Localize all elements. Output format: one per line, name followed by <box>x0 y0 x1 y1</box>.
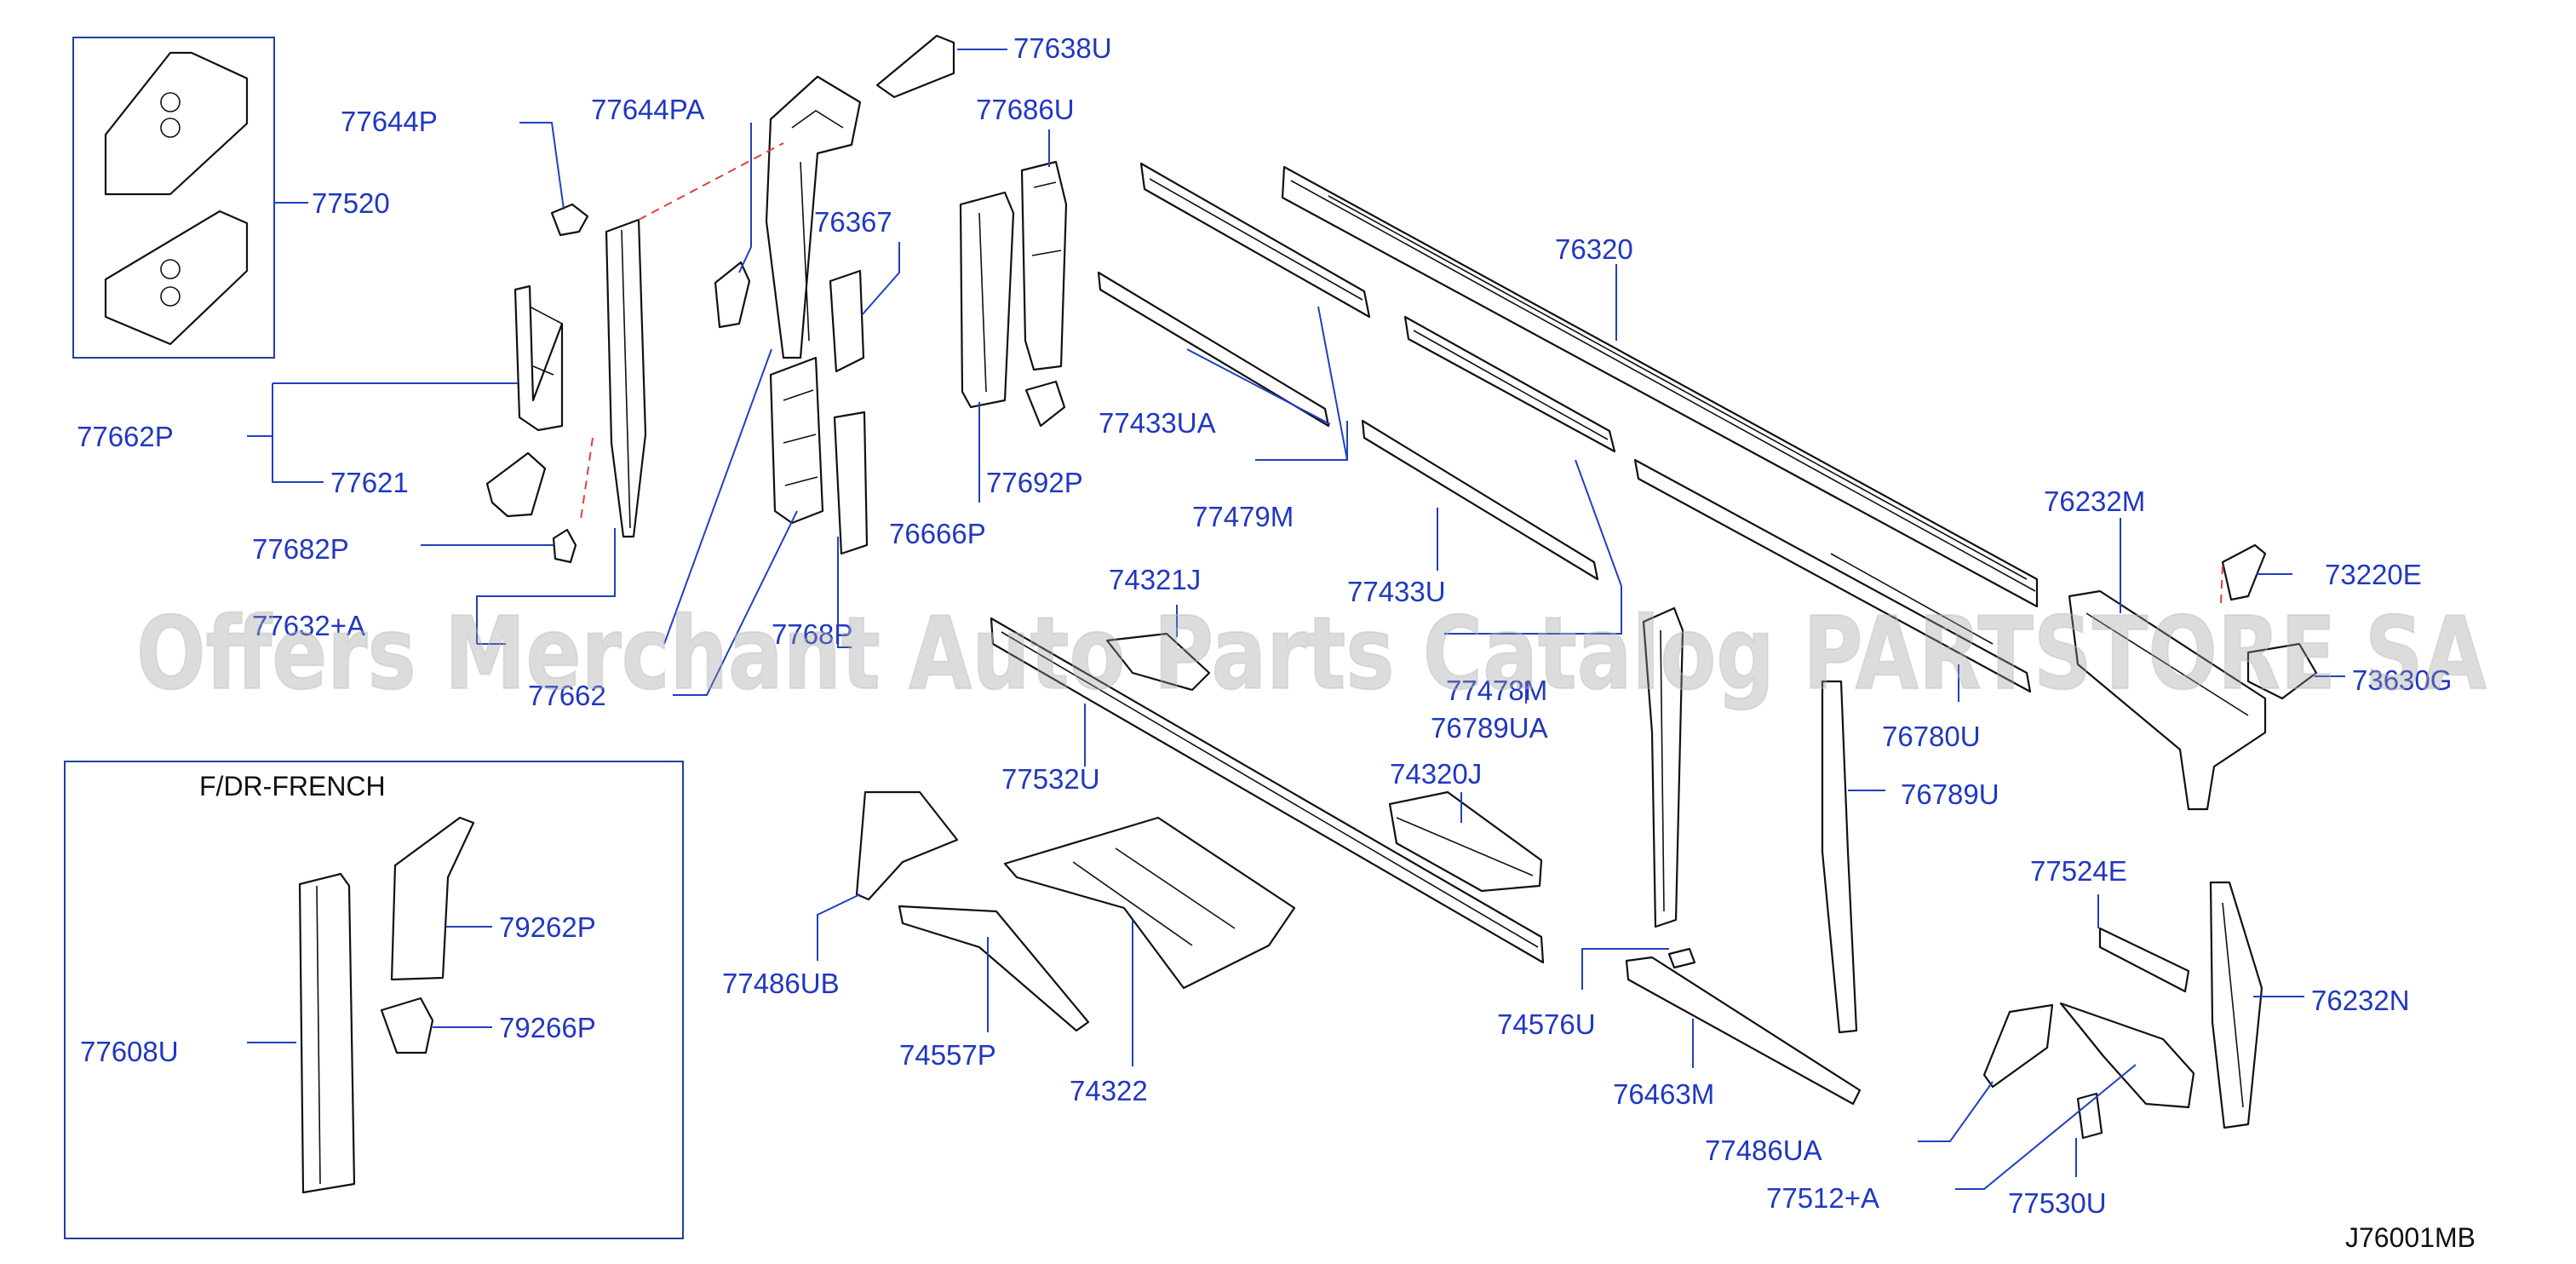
part-label-77478M[interactable]: 77478M <box>1446 675 1547 706</box>
part-label-77662[interactable]: 77662 <box>528 680 606 711</box>
part-label-74557P[interactable]: 74557P <box>899 1039 996 1071</box>
part-label-77644P[interactable]: 77644P <box>341 106 438 137</box>
part-label-77532U[interactable]: 77532U <box>1001 763 1100 795</box>
part-label-77486UA[interactable]: 77486UA <box>1705 1135 1822 1166</box>
part-label-77632A[interactable]: 77632+A <box>252 610 365 641</box>
part-label-77662P[interactable]: 77662P <box>77 421 174 452</box>
part-label-77638U[interactable]: 77638U <box>1013 32 1112 64</box>
kit-box-frame <box>72 37 275 359</box>
part-label-77479M[interactable]: 77479M <box>1192 501 1294 532</box>
part-label-7768P[interactable]: 7768⁠P <box>772 618 852 650</box>
part-label-77433U[interactable]: 77433U <box>1347 576 1446 607</box>
part-label-76789U[interactable]: 76789U <box>1901 779 1999 810</box>
part-label-77524E[interactable]: 77524E <box>2030 855 2127 887</box>
diagram-code: J76001MB <box>2345 1222 2476 1253</box>
part-label-79262P[interactable]: 79262P <box>499 911 596 943</box>
part-label-77644PA[interactable]: 77644PA <box>591 94 704 125</box>
part-label-77608U[interactable]: 77608U <box>80 1036 179 1067</box>
watermark-text: Offers Merchant Auto Parts Catalog PARTS… <box>136 595 2487 712</box>
part-label-77686U[interactable]: 77686U <box>976 94 1075 125</box>
part-label-77682P[interactable]: 77682P <box>252 533 349 565</box>
part-label-79266P[interactable]: 79266P <box>499 1012 596 1043</box>
part-label-76367[interactable]: 76367 <box>814 206 892 238</box>
part-label-77520[interactable]: 77520 <box>312 187 390 219</box>
part-label-76320[interactable]: 76320 <box>1555 233 1633 265</box>
part-illustrations <box>104 34 2318 1194</box>
part-label-77512A[interactable]: 77512+A <box>1766 1182 1879 1214</box>
part-label-77530U[interactable]: 77530U <box>2008 1187 2107 1219</box>
dashed-connectors <box>580 142 2223 604</box>
part-label-76232N[interactable]: 76232N <box>2311 985 2410 1016</box>
part-label-76789UA[interactable]: 76789UA <box>1431 712 1548 744</box>
part-label-74320J[interactable]: 74320J <box>1390 758 1482 790</box>
part-label-77486UB[interactable]: 77486UB <box>722 968 840 999</box>
leader-lines <box>247 49 2345 1190</box>
part-label-76463M[interactable]: 76463M <box>1613 1078 1714 1110</box>
part-label-73220E[interactable]: 73220E <box>2325 559 2422 590</box>
french-door-inset-frame <box>64 761 684 1239</box>
part-label-77433UA[interactable]: 77433UA <box>1099 407 1216 439</box>
part-label-74321J[interactable]: 74321J <box>1109 564 1201 595</box>
part-label-77621[interactable]: 77621 <box>330 467 409 498</box>
part-label-77692P[interactable]: 77692P <box>986 467 1083 498</box>
part-label-74576U[interactable]: 74576U <box>1497 1008 1596 1040</box>
part-label-76232M[interactable]: 76232M <box>2044 485 2145 517</box>
part-label-73630G[interactable]: 73630G <box>2352 664 2452 696</box>
part-label-76666P[interactable]: 76666P <box>889 518 986 549</box>
part-labels: 77638U 77644P 77644PA 77686U 77520 76367… <box>77 32 2452 1219</box>
part-label-74322[interactable]: 74322 <box>1070 1075 1148 1106</box>
part-label-76780U[interactable]: 76780U <box>1882 721 1981 752</box>
inset-title: F/DR-FRENCH <box>199 771 386 801</box>
